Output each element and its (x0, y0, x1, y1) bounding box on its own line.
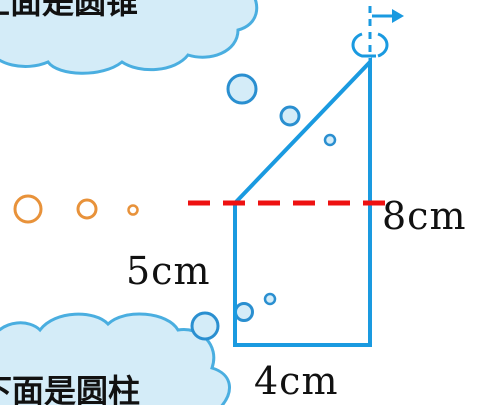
bubble-4 (190, 311, 220, 341)
top-cloud: 上面是圆锥 (0, 0, 259, 75)
label-5cm: 5cm (126, 249, 211, 293)
bubble-1 (226, 73, 258, 105)
bottom-cloud-text: 下面是圆柱 (0, 372, 140, 405)
label-8cm: 8cm (382, 194, 467, 238)
top-cloud-shape (0, 0, 259, 75)
bubble-2 (279, 105, 301, 127)
bubble-5 (234, 302, 254, 322)
rotation-arrow-icon (351, 9, 404, 58)
orange-circle-medium (76, 198, 98, 220)
bubble-6 (263, 292, 277, 306)
orange-circle-small (127, 204, 139, 216)
label-4cm: 4cm (254, 359, 339, 403)
trapezoid-shape (233, 57, 372, 347)
bottom-cloud-shape (0, 312, 231, 405)
bottom-cloud: 下面是圆柱 (0, 312, 231, 405)
top-cloud-text: 上面是圆锥 (0, 0, 138, 21)
orange-circle-large (13, 194, 43, 224)
bubble-3 (323, 133, 337, 147)
